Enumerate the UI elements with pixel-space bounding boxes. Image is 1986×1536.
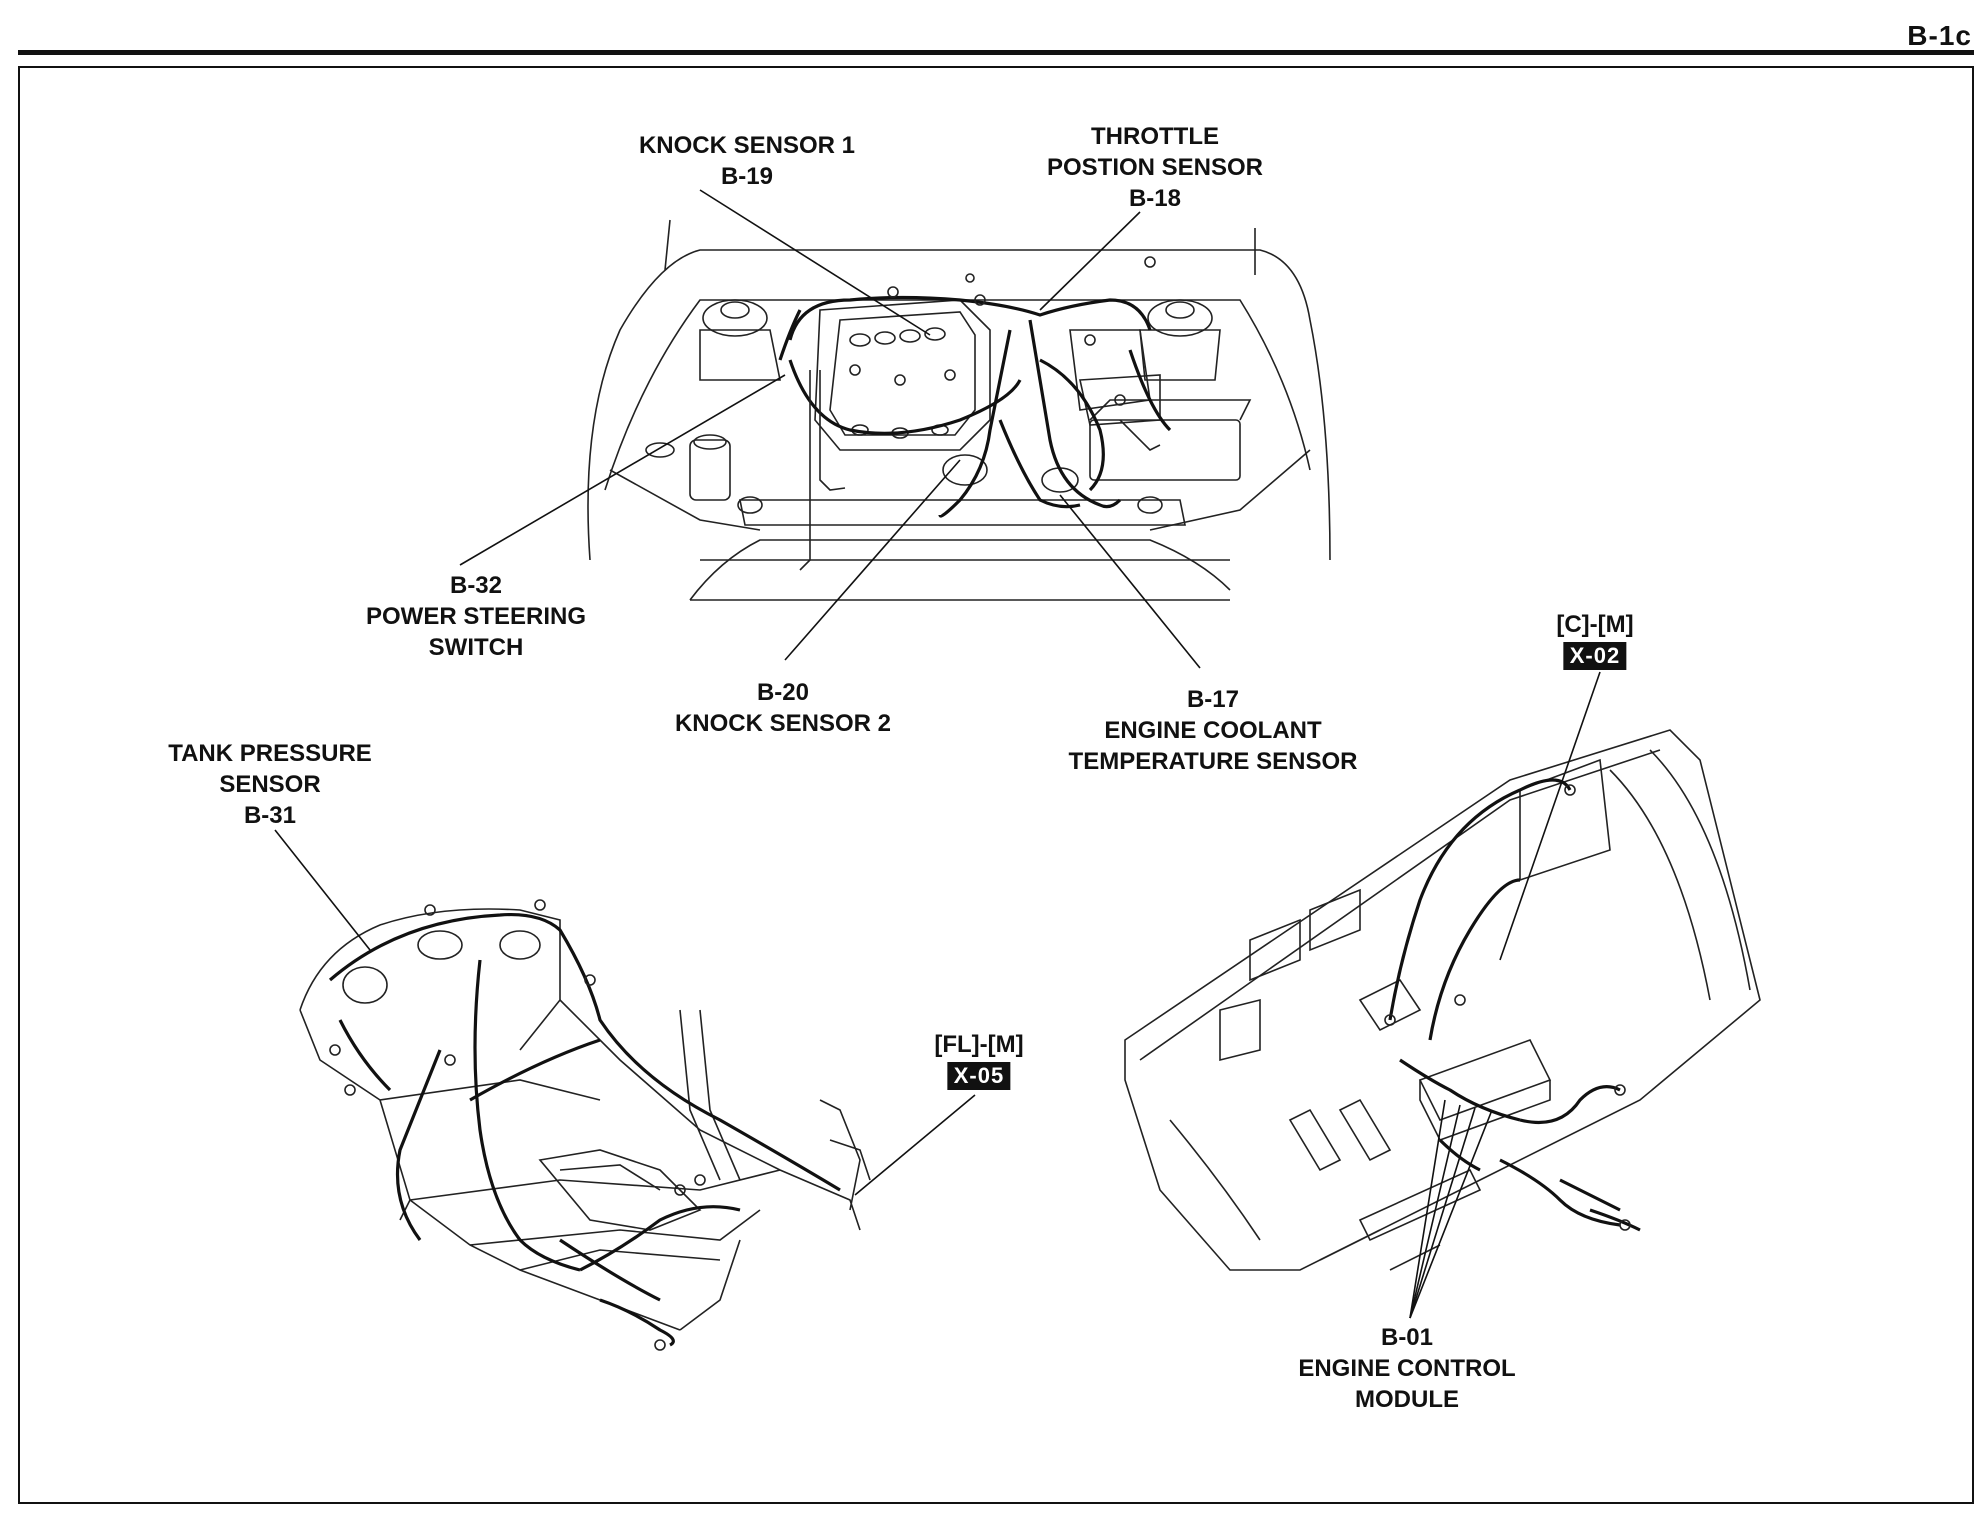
engine-coolant-temperature-sensor-name-line1: ENGINE COOLANT xyxy=(1104,717,1322,744)
throttle-position-sensor-name-line1: THROTTLE xyxy=(1091,123,1219,150)
power-steering-switch-label: B-32 POWER STEERING SWITCH xyxy=(366,570,586,663)
dash-ecm-illustration xyxy=(1124,729,1761,1271)
engine-bay-illustration xyxy=(587,219,1331,601)
power-steering-switch-name-line2: SWITCH xyxy=(428,634,524,661)
engine-control-module-code: B-01 xyxy=(1380,1324,1434,1351)
page-number: B-1c xyxy=(1907,20,1972,51)
tank-pressure-sensor-label: TANK PRESSURE SENSOR B-31 xyxy=(168,738,372,831)
engine-control-module-label: B-01 ENGINE CONTROL MODULE xyxy=(1298,1322,1515,1415)
leader-engine-coolant-temperature-sensor xyxy=(1059,494,1201,669)
knock-sensor-1-label: KNOCK SENSOR 1 B-19 xyxy=(639,130,855,192)
leader-engine-control-module xyxy=(1409,1099,1493,1319)
x05-connector-tag: [FL]-[M] X-05 xyxy=(934,1030,1024,1091)
power-steering-switch-name-line1: POWER STEERING xyxy=(365,603,587,630)
engine-control-module-name-line1: ENGINE CONTROL xyxy=(1298,1355,1516,1382)
tank-pressure-sensor-name-line2: SENSOR xyxy=(219,771,321,798)
leader-power-steering-switch xyxy=(459,374,786,566)
leader-throttle-position-sensor xyxy=(1039,211,1141,311)
leader-knock-sensor-1 xyxy=(699,189,931,336)
engine-control-module-name-line2: MODULE xyxy=(1355,1386,1459,1413)
leader-x05-connector xyxy=(854,1094,976,1196)
throttle-position-sensor-code: B-18 xyxy=(1128,185,1182,212)
engine-coolant-temperature-sensor-name-line2: TEMPERATURE SENSOR xyxy=(1068,748,1358,775)
leader-tank-pressure-sensor xyxy=(274,829,371,951)
x02-connector-location: [C]-[M] xyxy=(1556,611,1634,638)
knock-sensor-2-name: KNOCK SENSOR 2 xyxy=(674,710,892,737)
engine-coolant-temperature-sensor-code: B-17 xyxy=(1186,686,1240,713)
x05-connector-location: [FL]-[M] xyxy=(934,1031,1024,1058)
leader-knock-sensor-2 xyxy=(784,459,961,661)
power-steering-switch-code: B-32 xyxy=(449,572,503,599)
x02-connector-tag: [C]-[M] X-02 xyxy=(1556,610,1634,671)
engine-coolant-temperature-sensor-label: B-17 ENGINE COOLANT TEMPERATURE SENSOR xyxy=(1069,684,1358,777)
x02-connector-code: X-02 xyxy=(1563,642,1627,670)
x05-connector-code: X-05 xyxy=(947,1062,1011,1090)
leader-x02-connector xyxy=(1499,671,1601,961)
floor-harness-illustration xyxy=(299,899,871,1351)
diagram-frame xyxy=(18,66,1974,1504)
knock-sensor-2-code: B-20 xyxy=(756,679,810,706)
knock-sensor-1-code: B-19 xyxy=(720,163,774,190)
tank-pressure-sensor-name-line1: TANK PRESSURE xyxy=(168,740,372,767)
throttle-position-sensor-name-line2: POSTION SENSOR xyxy=(1046,154,1264,181)
throttle-position-sensor-label: THROTTLE POSTION SENSOR B-18 xyxy=(1047,121,1263,214)
knock-sensor-2-label: B-20 KNOCK SENSOR 2 xyxy=(675,677,891,739)
header-rule xyxy=(18,50,1974,55)
knock-sensor-1-name: KNOCK SENSOR 1 xyxy=(638,132,856,159)
tank-pressure-sensor-code: B-31 xyxy=(243,802,297,829)
